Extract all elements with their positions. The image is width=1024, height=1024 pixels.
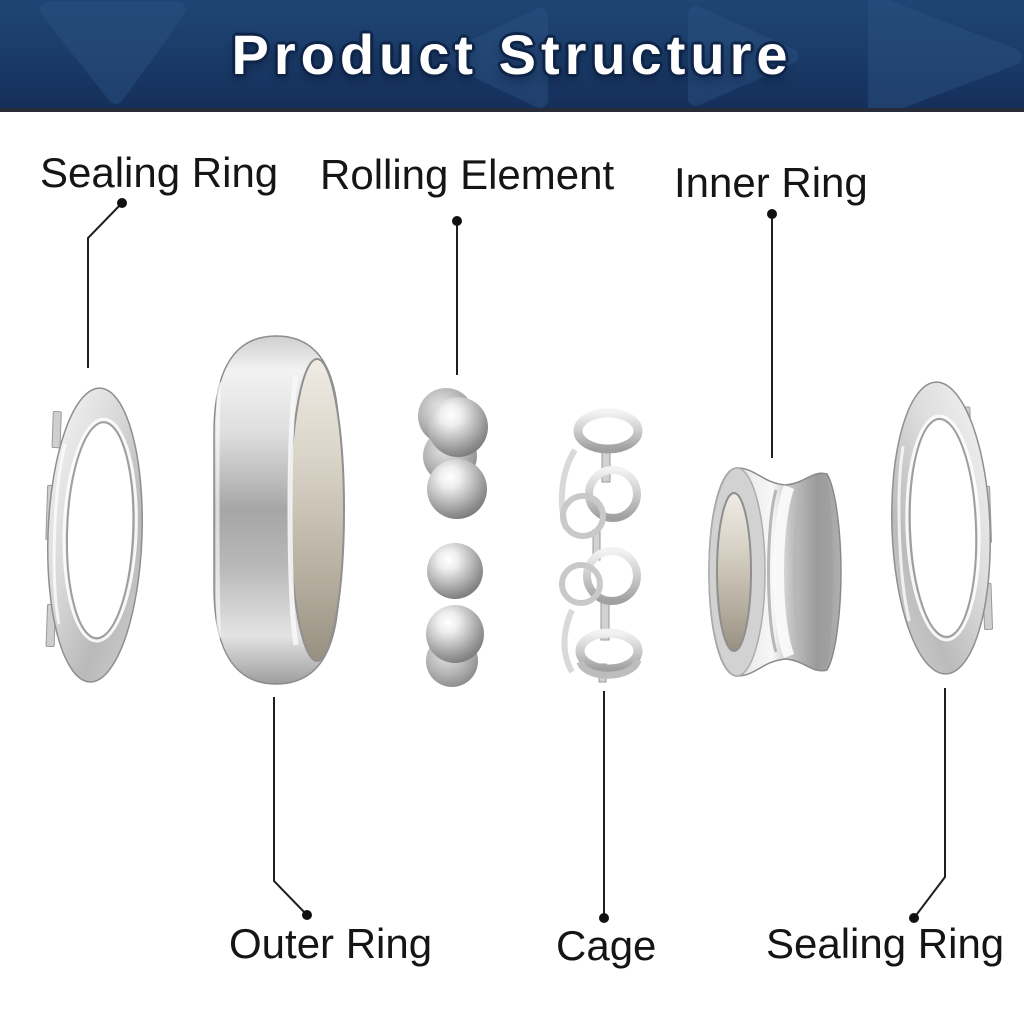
banner-triangle-decorations <box>40 0 1022 108</box>
leader-line-sealing-ring-bottom <box>913 688 946 919</box>
label-sealing-ring-bottom: Sealing Ring <box>766 920 1005 967</box>
label-cage: Cage <box>556 922 657 969</box>
label-outer-ring: Outer Ring <box>229 920 433 967</box>
sealing-ring-left-illustration <box>45 387 144 683</box>
banner-triangle-icon <box>688 6 798 106</box>
leader-dot <box>452 216 462 226</box>
banner-triangle-icon <box>444 8 548 108</box>
outer-ring-illustration <box>213 335 345 685</box>
banner-triangle-icon <box>868 0 1022 108</box>
sealing-ring-right-illustration <box>891 381 994 675</box>
page-title: Product Structure <box>231 22 793 86</box>
leader-dot <box>767 209 777 219</box>
title-banner: Product Structure <box>0 0 1024 112</box>
ball-icon <box>428 397 488 457</box>
ball-icon <box>427 459 487 519</box>
leader-lines <box>87 198 946 923</box>
leader-line-sealing-ring-top <box>87 202 123 368</box>
ball-icon <box>426 605 484 663</box>
ball-icon <box>427 543 483 599</box>
leader-dot <box>117 198 127 208</box>
label-sealing-ring-top: Sealing Ring <box>40 149 279 196</box>
leader-line-outer-ring <box>273 697 308 916</box>
label-rolling-element: Rolling Element <box>320 151 615 198</box>
leader-dot <box>599 913 609 923</box>
inner-ring-illustration <box>708 467 842 677</box>
banner-triangle-icon <box>40 2 186 104</box>
label-inner-ring: Inner Ring <box>674 159 868 206</box>
rolling-elements-illustration <box>418 388 488 687</box>
leader-dot <box>302 910 312 920</box>
leader-dot <box>909 913 919 923</box>
cage-illustration <box>558 408 643 683</box>
